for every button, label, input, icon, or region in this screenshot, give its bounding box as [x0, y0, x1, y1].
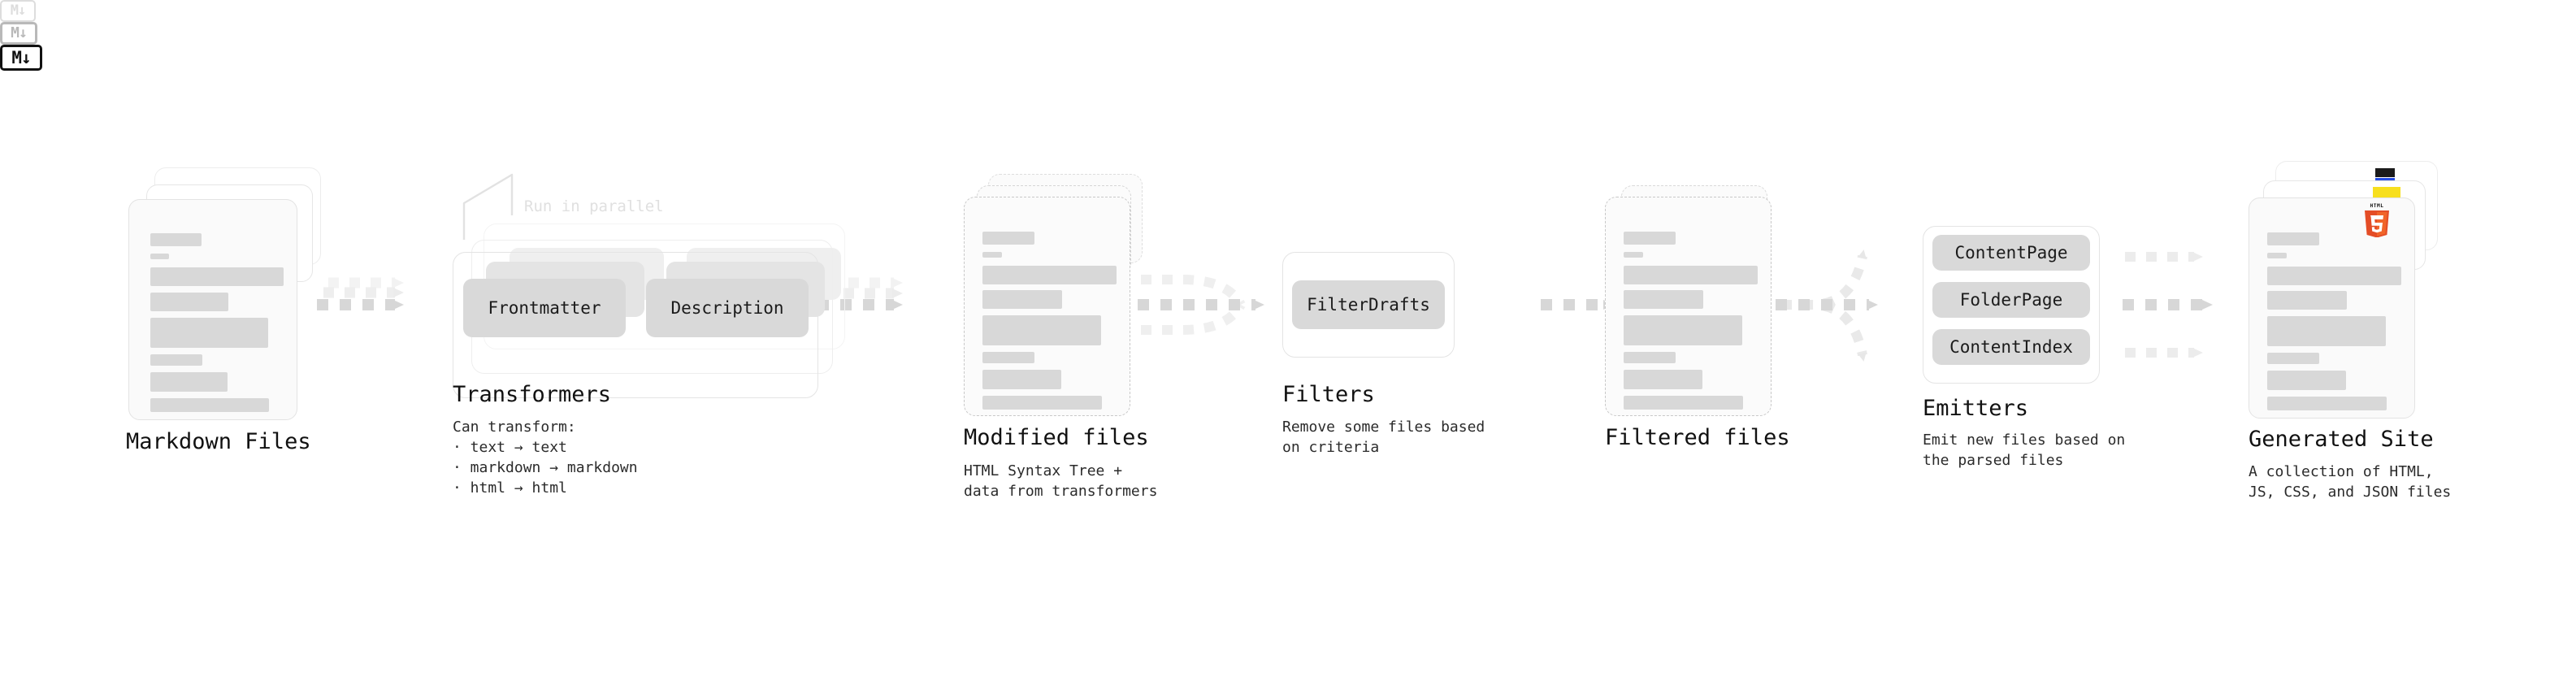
doc-stripe	[150, 254, 169, 259]
doc-stripe	[1624, 232, 1676, 245]
filtered-card-front	[1605, 197, 1772, 416]
connector-markdown-to-transformers	[317, 277, 404, 310]
doc-stripe	[2267, 316, 2386, 346]
emitter-chip-contentpage-label: ContentPage	[1954, 243, 2068, 262]
emitter-chip-contentpage[interactable]: ContentPage	[1932, 235, 2090, 271]
emitters-frame	[1923, 226, 2100, 384]
transformer-chip-description[interactable]: Description	[646, 279, 809, 337]
html5-badge-icon: HTML	[2365, 203, 2389, 238]
markdown-badge: M↓	[0, 45, 42, 71]
doc-stripe	[982, 266, 1117, 284]
doc-stripe	[1624, 315, 1742, 345]
markdown-badge-label: M	[11, 47, 22, 67]
site-card-front	[2249, 197, 2415, 419]
filters-subtitle: Remove some files based on criteria	[1282, 419, 1485, 456]
doc-stripe	[2267, 353, 2319, 364]
filters-frame	[1282, 252, 1455, 358]
run-in-parallel-label: Run in parallel	[524, 197, 664, 215]
css-badge	[2373, 167, 2397, 182]
doc-stripe	[982, 315, 1101, 345]
connector-emitters-to-site	[2123, 252, 2213, 358]
filters-title: Filters	[1282, 382, 1375, 407]
doc-stripe	[2267, 291, 2347, 310]
markdown-badge-ghost-2: M↓	[0, 0, 36, 22]
stage-markdown-files: M↓ M↓ M↓ Markdown Files	[0, 0, 321, 454]
doc-stripe	[2267, 253, 2287, 258]
emitters-title: Emitters	[1923, 396, 2029, 421]
filter-chip-filterdrafts-label: FilterDrafts	[1307, 295, 1430, 314]
doc-stripe	[1624, 352, 1676, 363]
markdown-badge-ghost-1-arrow: ↓	[19, 24, 28, 41]
doc-stripe	[982, 252, 1002, 258]
filtered-files-title: Filtered files	[1605, 425, 1790, 450]
emitters-subtitle: Emit new files based on the parsed files	[1923, 432, 2126, 469]
emitter-chip-folderpage[interactable]: FolderPage	[1932, 282, 2090, 318]
doc-stripe	[2267, 267, 2401, 285]
doc-stripe	[150, 293, 228, 311]
markdown-badge-ghost-1: M↓	[0, 22, 37, 45]
transformers-frame	[453, 252, 818, 398]
doc-stripe	[1624, 266, 1758, 284]
doc-stripe	[150, 372, 228, 392]
filter-chip-filterdrafts[interactable]: FilterDrafts	[1292, 280, 1445, 329]
doc-stripe	[150, 318, 268, 348]
doc-stripe	[150, 233, 202, 246]
modified-card-front	[964, 197, 1130, 416]
doc-stripe	[1624, 396, 1743, 410]
transformer-chip-frontmatter-label: Frontmatter	[488, 298, 601, 318]
doc-stripe	[150, 267, 284, 286]
doc-stripe	[2267, 371, 2346, 390]
doc-stripe	[982, 290, 1062, 309]
doc-stripe	[982, 352, 1034, 363]
markdown-badge-ghost-2-arrow: ↓	[18, 2, 26, 19]
css-badge-icon	[2375, 168, 2395, 181]
generated-site-subtitle: A collection of HTML, JS, CSS, and JSON …	[2249, 463, 2452, 501]
emitter-chip-contentindex-label: ContentIndex	[1949, 337, 2073, 357]
doc-stripe	[982, 396, 1102, 410]
transformers-title: Transformers	[453, 382, 612, 407]
connector-modified-to-filters	[1138, 275, 1264, 335]
doc-stripe	[150, 398, 269, 412]
emitter-chip-contentindex[interactable]: ContentIndex	[1932, 329, 2090, 365]
doc-stripe	[2267, 397, 2387, 410]
transformers-subtitle: Can transform: · text → text · markdown …	[453, 419, 638, 497]
modified-files-subtitle: HTML Syntax Tree + data from transformer…	[964, 462, 1158, 500]
markdown-card-front	[128, 199, 297, 420]
doc-stripe	[2267, 232, 2319, 245]
doc-stripe	[1624, 370, 1702, 389]
markdown-badge-ghost-1-label: M	[11, 24, 20, 41]
markdown-files-title: Markdown Files	[126, 429, 311, 454]
doc-stripe	[1624, 252, 1643, 258]
transformer-chip-description-label: Description	[670, 298, 784, 318]
html5-badge: HTML	[2361, 202, 2393, 238]
modified-files-title: Modified files	[964, 425, 1149, 450]
transformer-chip-frontmatter[interactable]: Frontmatter	[463, 279, 626, 337]
markdown-badge-ghost-2-label: M	[10, 2, 19, 19]
connector-filtered-to-emitters	[1776, 249, 1878, 362]
doc-stripe	[982, 232, 1034, 245]
doc-stripe	[982, 370, 1061, 389]
generated-site-title: Generated Site	[2249, 427, 2434, 452]
markdown-badge-arrow: ↓	[21, 47, 32, 67]
emitter-chip-folderpage-label: FolderPage	[1959, 290, 2063, 310]
doc-stripe	[1624, 290, 1703, 309]
doc-stripe	[150, 354, 202, 366]
svg-text:HTML: HTML	[2370, 203, 2384, 209]
